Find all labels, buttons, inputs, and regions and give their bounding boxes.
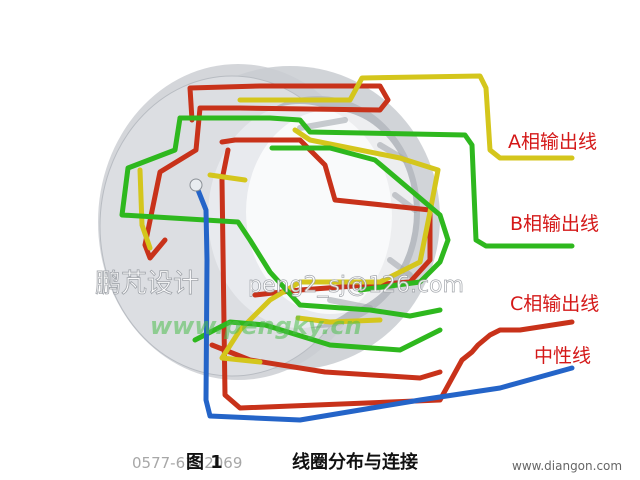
phase-a-coil-5 <box>295 315 383 325</box>
phase-a-coils <box>137 73 575 365</box>
phase-b-coil-2 <box>119 115 443 319</box>
phase-a-coil-1 <box>237 73 575 161</box>
watermark-phone: 0577-6172069 <box>132 454 242 472</box>
phase-c-coil-1 <box>142 83 391 261</box>
label-phase-a: A相输出线 <box>508 131 597 153</box>
phase-b-coils <box>119 115 575 353</box>
phase-b-coil-1 <box>177 115 575 249</box>
label-phase-c: C相输出线 <box>510 293 599 315</box>
phase-c-coil-2 <box>219 137 433 298</box>
label-neutral: 中性线 <box>534 345 591 367</box>
watermark-bottom-site: www.diangon.com <box>512 459 622 473</box>
stator-cylinder <box>98 64 440 380</box>
watermarks: 鹏芃设计 peng2_sj@126.com www.pengky.cn 0577… <box>95 269 622 473</box>
label-phase-b: B相输出线 <box>510 213 599 235</box>
output-labels: A相输出线 B相输出线 C相输出线 中性线 <box>508 131 599 367</box>
phase-a-coil-4 <box>137 167 153 251</box>
neutral-junction-point <box>189 178 203 192</box>
phase-c-coils <box>142 83 575 411</box>
phase-a-coil-2 <box>207 172 248 183</box>
phase-b-coil-3 <box>269 145 451 293</box>
phase-c-coil-4 <box>209 342 443 381</box>
watermark-email: peng2_sj@126.com <box>248 273 464 298</box>
caption-title: 线圈分布与连接 <box>292 451 418 473</box>
watermark-site: www.pengky.cn <box>150 312 362 340</box>
caption-figure-number: 图 1 <box>186 452 223 473</box>
neutral-wire <box>189 178 575 423</box>
neutral-line <box>193 182 575 423</box>
figure-caption: 图 1 线圈分布与连接 <box>186 451 418 473</box>
phase-b-coil-4 <box>192 319 443 353</box>
phase-a-coil-3 <box>219 127 441 365</box>
watermark-designer: 鹏芃设计 <box>95 269 199 299</box>
